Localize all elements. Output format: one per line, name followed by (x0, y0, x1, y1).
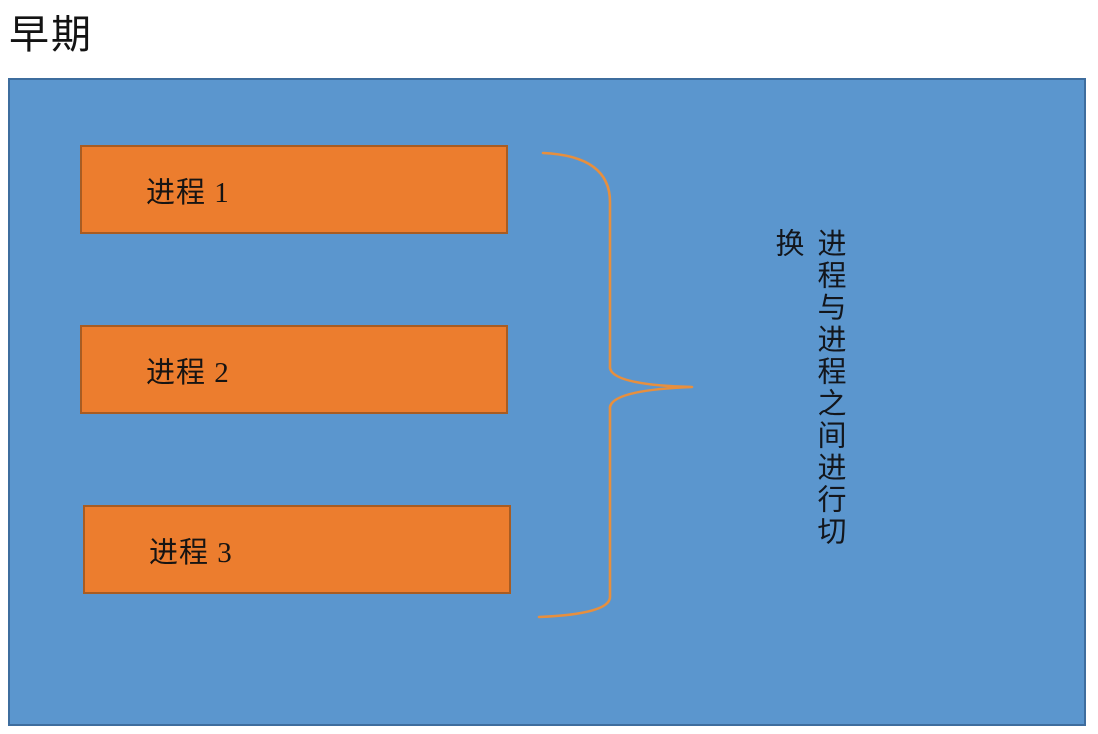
annotation-text: 进程与进程之间进行切换 (771, 228, 845, 548)
process-box-1: 进程 1 (80, 145, 508, 234)
process-box-1-label: 进程 1 (146, 176, 230, 209)
curly-brace-icon (537, 151, 694, 619)
process-box-2: 进程 2 (80, 325, 508, 414)
page-title: 早期 (9, 12, 93, 57)
memory-container: 进程 1 进程 2 进程 3 进程与进程之间进行切换 (8, 78, 1086, 726)
process-box-3-label: 进程 3 (149, 536, 233, 569)
process-box-2-label: 进程 2 (146, 356, 230, 389)
process-box-3: 进程 3 (83, 505, 511, 594)
